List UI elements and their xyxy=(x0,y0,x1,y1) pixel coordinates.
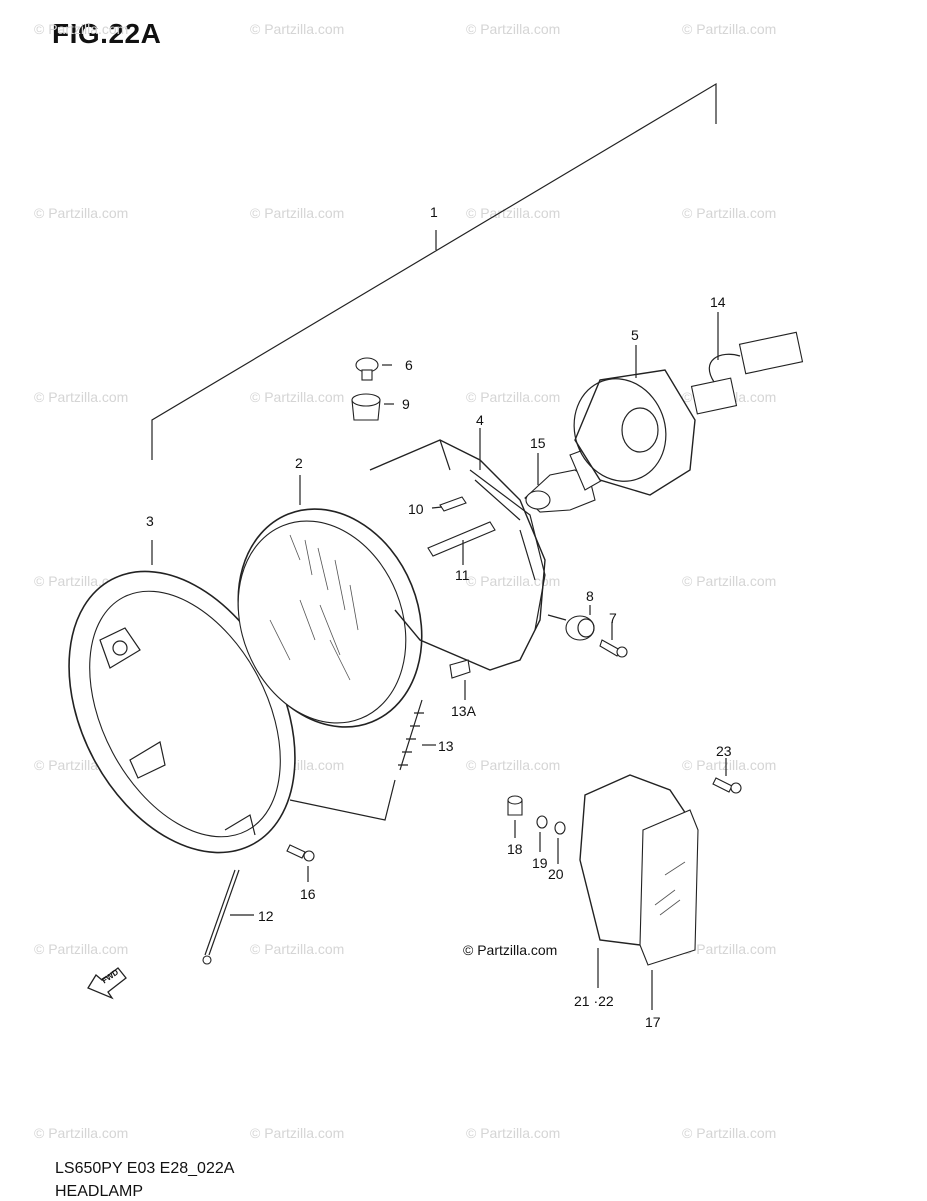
screw-23 xyxy=(712,777,733,793)
model-code: LS650PY E03 E28_022A xyxy=(55,1160,235,1177)
callout-2[interactable]: 2 xyxy=(295,455,303,471)
headlamp-unit xyxy=(237,475,423,728)
callout-17[interactable]: 17 xyxy=(645,1014,661,1030)
washer-20 xyxy=(554,821,566,835)
callout-18[interactable]: 18 xyxy=(507,841,523,857)
callout-20[interactable]: 20 xyxy=(548,866,564,882)
watermark: © Partzilla.com xyxy=(466,205,561,221)
watermark: © Partzilla.com xyxy=(34,389,129,405)
watermark: © Partzilla.com xyxy=(682,21,777,37)
watermark: © Partzilla.com xyxy=(250,1125,345,1141)
callout-15[interactable]: 15 xyxy=(530,435,546,451)
watermark: © Partzilla.com xyxy=(34,1125,129,1141)
callout-23[interactable]: 23 xyxy=(716,743,732,759)
watermark: © Partzilla.com xyxy=(682,573,777,589)
callout-13a[interactable]: 13A xyxy=(451,703,476,719)
callout-12[interactable]: 12 xyxy=(258,908,274,924)
watermark: © Partzilla.com xyxy=(682,941,777,957)
clip-10 xyxy=(439,496,467,512)
slot-plate-11 xyxy=(427,521,496,557)
callout-8[interactable]: 8 xyxy=(586,588,594,604)
adjust-screw-12 xyxy=(202,869,254,965)
callout-16[interactable]: 16 xyxy=(300,886,316,902)
watermark: © Partzilla.com xyxy=(34,21,129,37)
watermark: © Partzilla.com xyxy=(250,21,345,37)
spring xyxy=(289,699,436,821)
callout-19[interactable]: 19 xyxy=(532,855,548,871)
watermark: © Partzilla.com xyxy=(682,1125,777,1141)
watermark: © Partzilla.com xyxy=(466,1125,561,1141)
callout-14[interactable]: 14 xyxy=(710,294,726,310)
callout-7[interactable]: 7 xyxy=(609,610,617,626)
watermark: © Partzilla.com xyxy=(250,389,345,405)
reflector xyxy=(579,774,699,1010)
watermark: © Partzilla.com xyxy=(682,757,777,773)
callout-21-22[interactable]: 21 ·22 xyxy=(574,993,614,1009)
connector xyxy=(690,312,804,415)
screw-16 xyxy=(286,844,306,859)
watermark: © Partzilla.com xyxy=(250,941,345,957)
watermark: © Partzilla.com xyxy=(466,21,561,37)
headlamp-rim xyxy=(68,540,296,854)
watermark: © Partzilla.com xyxy=(250,205,345,221)
callout-4[interactable]: 4 xyxy=(476,412,484,428)
assembly-bracket-line xyxy=(151,82,717,460)
section-name: HEADLAMP xyxy=(55,1183,144,1200)
screw-7 xyxy=(599,639,621,657)
callout-9[interactable]: 9 xyxy=(402,396,410,412)
forward-arrow-icon xyxy=(87,967,127,1000)
watermark: © Partzilla.com xyxy=(466,757,561,773)
callout-11[interactable]: 11 xyxy=(455,567,470,583)
callout-6[interactable]: 6 xyxy=(405,357,413,373)
watermark: © Partzilla.com xyxy=(466,389,561,405)
watermark: © Partzilla.com xyxy=(34,941,129,957)
watermark: © Partzilla.com xyxy=(682,205,777,221)
washer-19 xyxy=(536,815,548,829)
callout-5[interactable]: 5 xyxy=(631,327,639,343)
callout-13[interactable]: 13 xyxy=(438,738,454,754)
headlamp-cover xyxy=(573,345,696,496)
clip-13a xyxy=(449,659,471,679)
callout-3[interactable]: 3 xyxy=(146,513,154,529)
watermark: © Partzilla.com xyxy=(466,573,561,589)
diagram-credit: © Partzilla.com xyxy=(463,942,558,958)
callout-1[interactable]: 1 xyxy=(430,204,438,220)
headlamp-housing xyxy=(369,428,546,671)
figure-title: FIG.22A xyxy=(52,18,162,49)
watermark: © Partzilla.com xyxy=(34,205,129,221)
callout-10[interactable]: 10 xyxy=(408,501,424,517)
